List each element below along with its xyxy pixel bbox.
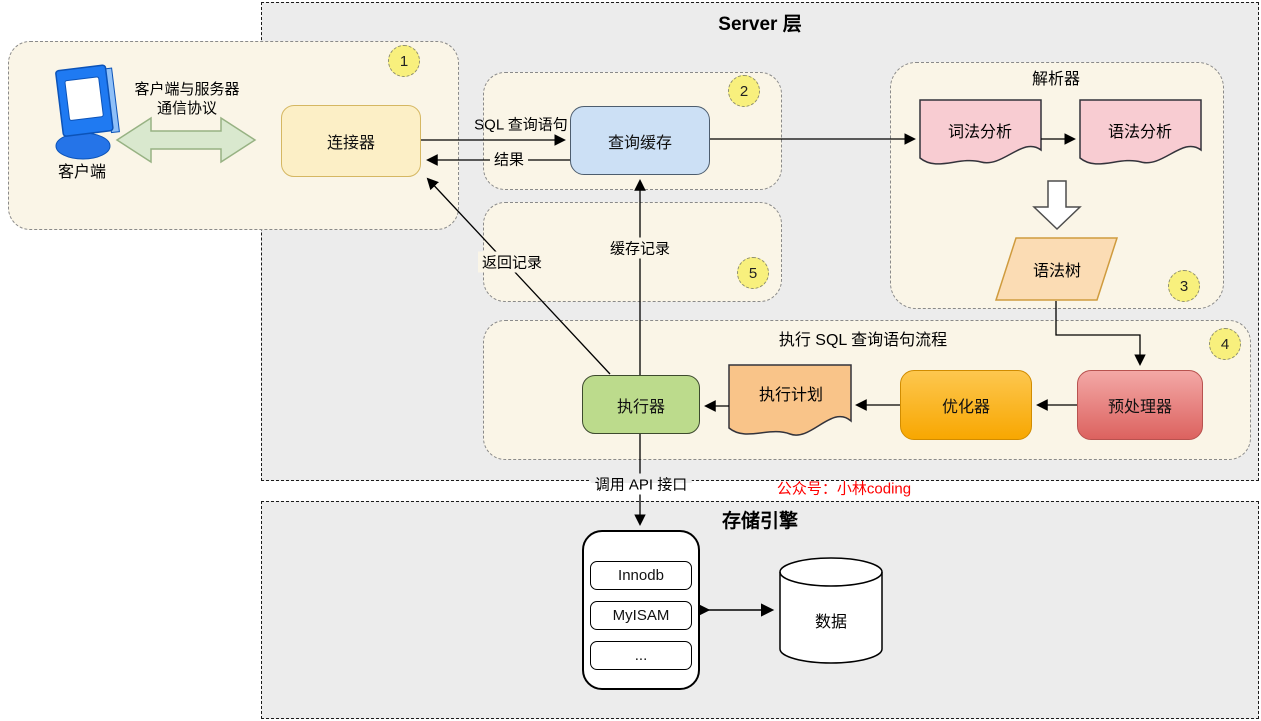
- storage-engine-section: 存储引擎: [261, 501, 1259, 719]
- syntax-tree-shape: [994, 237, 1119, 301]
- step-badge-3: 3: [1168, 270, 1200, 302]
- syntax-analysis-shape: [1079, 99, 1202, 165]
- query-cache-label: 查询缓存: [607, 134, 672, 152]
- protocol-line1: 客户端与服务器: [134, 81, 240, 98]
- protocol-label: 客户端与服务器 通信协议: [134, 80, 239, 118]
- optimizer-label: 优化器: [941, 399, 990, 416]
- engine-others: ...: [590, 641, 692, 670]
- client-server-double-arrow: [115, 116, 257, 164]
- parser-title: 解析器: [1031, 71, 1081, 88]
- edge-label-call-api: 调用 API 接口: [590, 473, 692, 495]
- execution-plan-label: 执行计划: [758, 387, 824, 404]
- client-label: 客户端: [57, 164, 107, 181]
- edge-label-return-records: 返回记录: [477, 251, 547, 273]
- data-cylinder-label: 数据: [814, 614, 848, 631]
- engine-innodb: Innodb: [590, 561, 692, 590]
- connector-label: 连接器: [326, 135, 375, 152]
- step-1-number: 1: [399, 52, 409, 70]
- edge-tree-to-preprocessor: [1055, 301, 1146, 366]
- executor-node: 执行器: [582, 375, 700, 434]
- innodb-label: Innodb: [618, 567, 664, 584]
- edge-return-records: [426, 177, 611, 375]
- data-cylinder-top: [779, 571, 883, 587]
- step-3-number: 3: [1179, 277, 1189, 295]
- step-2-number: 2: [739, 82, 749, 100]
- step-badge-1: 1: [388, 45, 420, 77]
- step-4-number: 4: [1220, 335, 1230, 353]
- other-engines-label: ...: [634, 647, 648, 664]
- syntax-analysis-label: 语法分析: [1107, 124, 1173, 141]
- myisam-label: MyISAM: [612, 607, 670, 624]
- edge-label-cache-records: 缓存记录: [605, 237, 675, 259]
- lexical-analysis-shape: [919, 99, 1042, 165]
- preprocessor-node: 预处理器: [1077, 370, 1203, 440]
- protocol-line2: 通信协议: [156, 100, 218, 117]
- step-5-number: 5: [748, 264, 758, 282]
- storage-engine-title: 存储引擎: [721, 511, 798, 532]
- edge-label-sql-query: SQL 查询语句: [474, 116, 568, 134]
- step-badge-4: 4: [1209, 328, 1241, 360]
- execution-plan-shape: [728, 364, 852, 436]
- execute-sql-title: 执行 SQL 查询语句流程: [778, 332, 948, 349]
- syntax-tree-label: 语法树: [1032, 263, 1082, 280]
- watermark-text: 公众号：小林coding: [776, 480, 912, 498]
- client-computer-icon: [55, 64, 120, 160]
- server-layer-title: Server 层: [718, 14, 802, 35]
- query-cache-node: 查询缓存: [570, 106, 710, 175]
- edge-label-result: 结果: [489, 148, 529, 170]
- lexical-analysis-label: 词法分析: [947, 124, 1013, 141]
- engine-myisam: MyISAM: [590, 601, 692, 630]
- step-badge-2: 2: [728, 75, 760, 107]
- optimizer-node: 优化器: [900, 370, 1032, 440]
- executor-label: 执行器: [616, 398, 665, 416]
- step-badge-5: 5: [737, 257, 769, 289]
- parser-down-block-arrow: [1032, 180, 1082, 231]
- connector-node: 连接器: [281, 105, 421, 177]
- preprocessor-label: 预处理器: [1107, 399, 1172, 416]
